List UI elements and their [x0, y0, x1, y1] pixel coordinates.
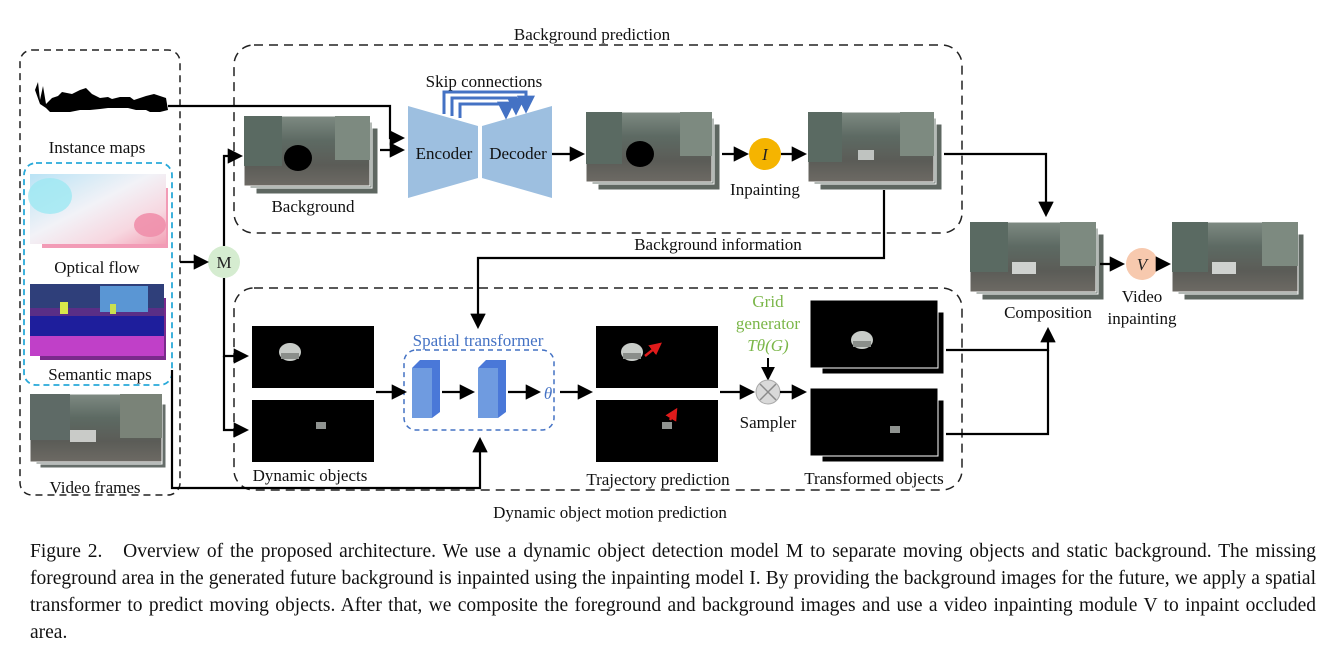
dynamic-object-frame-1 [252, 326, 374, 388]
st-block-1 [412, 360, 440, 418]
detection-model-node [208, 246, 240, 278]
detection-model-label: M [216, 253, 231, 272]
skip-connections-label: Skip connections [426, 72, 543, 91]
dynamic-motion-frame [233, 287, 963, 491]
background-label: Background [271, 197, 355, 216]
encoder-block [408, 106, 478, 198]
decoder-label: Decoder [489, 144, 547, 163]
background-prediction-title: Background prediction [514, 25, 671, 44]
video-inpainting-model-label: V [1137, 255, 1150, 274]
inputs-dashed-frame [23, 162, 173, 386]
output-video-stack [1171, 221, 1305, 301]
semantic-maps-label: Semantic maps [48, 365, 151, 384]
trajectory-frame-1 [596, 326, 718, 388]
sampler-label: Sampler [740, 413, 797, 432]
transformed-objects-label: Transformed objects [804, 469, 944, 488]
trajectory-frame-2 [596, 400, 718, 462]
video-inpainting-label-line2: inpainting [1108, 309, 1177, 328]
composition-image-stack [969, 221, 1105, 301]
video-inpainting-label-line1: Video [1122, 287, 1163, 306]
background-information-label: Background information [634, 235, 802, 254]
inpainting-model-node [749, 138, 781, 170]
video-frames-image [29, 393, 167, 469]
decoder-block [482, 106, 552, 198]
instance-map-image [35, 82, 168, 112]
caption-text: Overview of the proposed architecture. W… [30, 541, 1317, 643]
optical-flow-image [28, 174, 168, 248]
dynamic-motion-title: Dynamic object motion prediction [493, 503, 727, 522]
transformed-objects-stack-1 [809, 299, 945, 375]
inpainting-label: Inpainting [730, 180, 800, 199]
predicted-background-stack [585, 111, 721, 191]
inpainted-background-stack [807, 111, 943, 191]
grid-generator-formula: Tθ(G) [747, 336, 789, 355]
inputs-frame [19, 49, 181, 496]
inpainting-model-label: I [761, 145, 769, 164]
semantic-maps-image [30, 284, 166, 360]
dynamic-object-frame-2 [252, 400, 374, 462]
st-block-2 [478, 360, 506, 418]
spatial-transformer-label: Spatial transformer [413, 331, 544, 350]
video-frames-label: Video frames [49, 478, 140, 497]
sampler-node [755, 379, 781, 405]
optical-flow-label: Optical flow [54, 258, 140, 277]
grid-generator-label-line2: generator [736, 314, 801, 333]
caption-label: Figure 2. [30, 541, 103, 562]
encoder-label: Encoder [416, 144, 473, 163]
theta-label: θ [544, 384, 552, 403]
transformed-objects-stack-2 [809, 387, 945, 463]
connector-arrows [168, 104, 1172, 490]
video-inpainting-node [1126, 248, 1158, 280]
background-image-stack [243, 115, 379, 195]
dynamic-objects-label: Dynamic objects [253, 466, 368, 485]
trajectory-prediction-label: Trajectory prediction [586, 470, 730, 489]
grid-generator-label-line1: Grid [752, 292, 784, 311]
spatial-transformer-frame [403, 349, 555, 431]
skip-connections [442, 90, 535, 120]
composition-label: Composition [1004, 303, 1092, 322]
instance-maps-label: Instance maps [49, 138, 146, 157]
figure-caption: Figure 2. Overview of the proposed archi… [30, 538, 1316, 646]
